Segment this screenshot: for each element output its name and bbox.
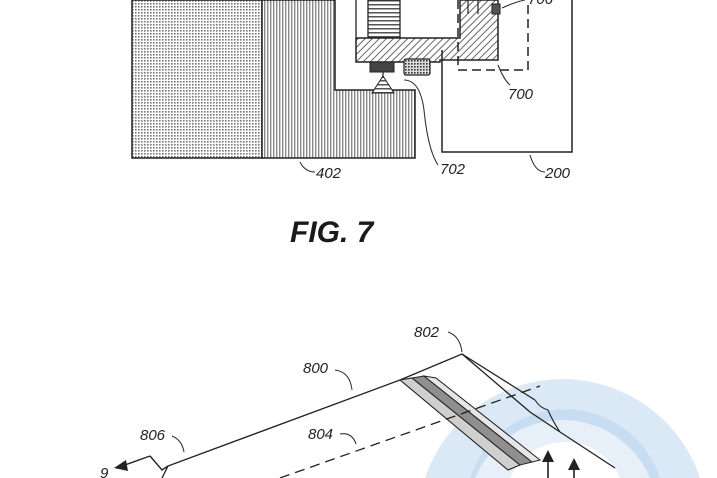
plate-800 (161, 353, 561, 478)
leader-706 (501, 0, 526, 9)
dispense-tip (371, 75, 395, 94)
ref-700: 700 (508, 86, 534, 103)
nozzle-base (369, 61, 395, 73)
block-402-dotted (131, 0, 263, 159)
figure-7: 706 700 402 702 200 FIG. 7 (131, 0, 573, 249)
ref-702: 702 (440, 161, 466, 178)
block-402-lined (261, 0, 416, 159)
section-arrow-icon (114, 455, 169, 471)
segment-802 (461, 353, 536, 401)
leader-700 (497, 64, 511, 86)
leader-200 (529, 154, 546, 173)
ref-9: 9 (100, 465, 109, 478)
ref-800: 800 (303, 360, 329, 377)
ref-706: 706 (528, 0, 554, 8)
ref-804: 804 (308, 426, 333, 443)
leader-402 (299, 161, 316, 173)
figure-caption: FIG. 7 (290, 216, 375, 249)
ref-402: 402 (316, 165, 342, 182)
figure-8: 802 800 804 806 9 (100, 324, 616, 478)
ref-200: 200 (544, 165, 571, 182)
actuator-stack (367, 0, 401, 39)
leader-800 (334, 369, 353, 391)
dashed-region-700 (457, 0, 529, 71)
dashed-axis-804 (279, 385, 541, 478)
up-arrow-icon (568, 458, 580, 478)
sensor-block (403, 58, 431, 76)
leader-702 (403, 79, 439, 166)
ref-802: 802 (414, 324, 440, 341)
housing-200 (441, 0, 573, 153)
leader-802 (447, 331, 463, 353)
leader-804 (339, 433, 357, 445)
up-arrow-icon (542, 450, 554, 478)
leader-806 (171, 435, 185, 453)
ref-806: 806 (140, 427, 166, 444)
